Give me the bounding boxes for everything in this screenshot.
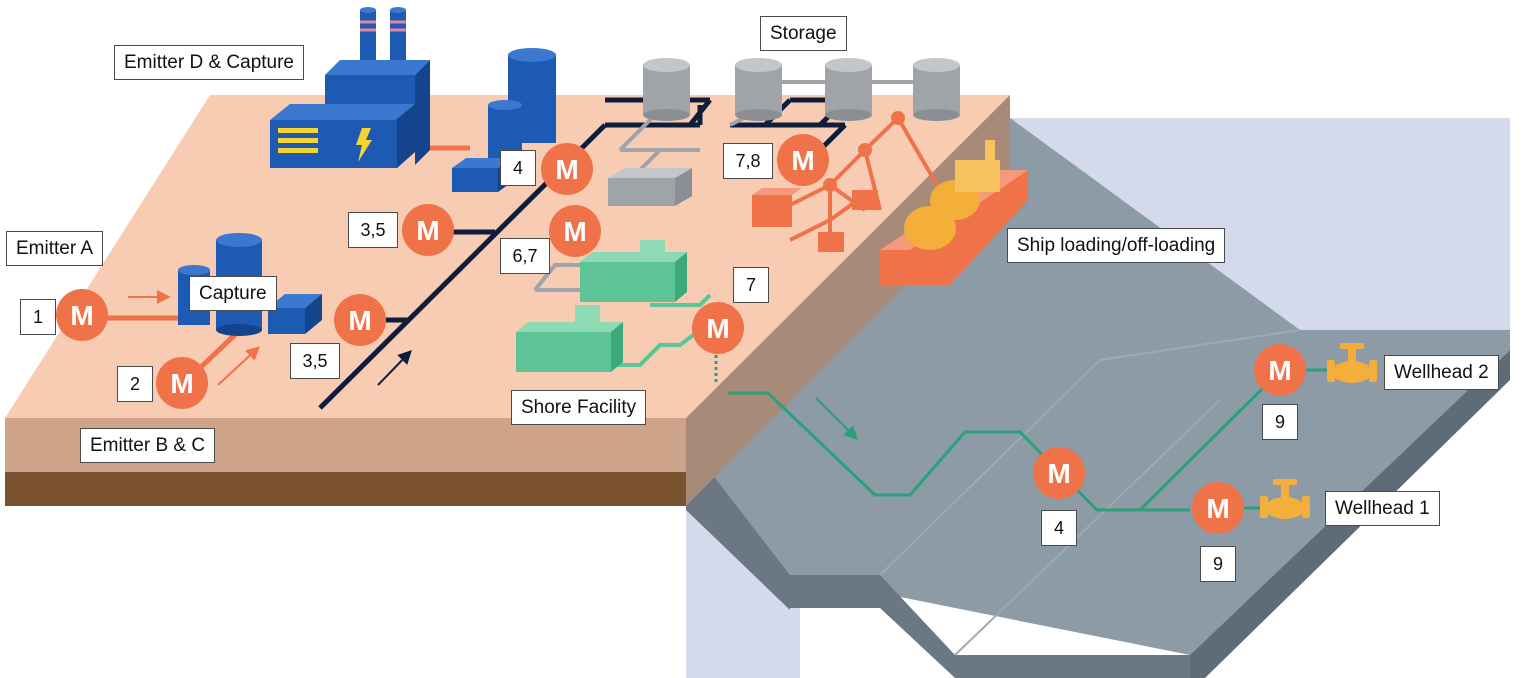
subsea-pipeline: [728, 391, 1190, 512]
meter-icon: M: [777, 134, 829, 186]
meter-icon: M: [156, 357, 208, 409]
svg-text:M: M: [70, 300, 93, 331]
water-background: [1010, 118, 1510, 330]
flow-arrow-icon: [217, 346, 261, 386]
meter-icon: M: [334, 294, 386, 346]
soil-layer: [5, 472, 686, 506]
meter-number-wellhead-2: 9: [1262, 404, 1298, 440]
meter-icon: M: [1192, 482, 1244, 534]
flow-arrow-icon: [377, 349, 412, 386]
svg-text:M: M: [563, 216, 586, 247]
meter-number-storage-link: 7,8: [723, 143, 773, 179]
factory-icon: [270, 7, 430, 168]
meter-number-trunk-top: 4: [500, 150, 536, 186]
seabed-side-front: [790, 575, 1190, 678]
meter-number-trunk-mid: 3,5: [348, 212, 398, 248]
meter-number-capture-outlet: 3,5: [290, 343, 340, 379]
svg-text:M: M: [1206, 493, 1229, 524]
svg-text:M: M: [791, 145, 814, 176]
seabed-side-left: [686, 440, 790, 610]
meter-number-subsea: 4: [1041, 510, 1077, 546]
storage-tank-icon: [643, 58, 690, 121]
meter-number-wellhead-1: 9: [1200, 546, 1236, 582]
label-wellhead-2: Wellhead 2: [1384, 355, 1499, 390]
land-side-right: [686, 95, 1010, 506]
meter-icon: M: [56, 289, 108, 341]
ship-icon: [752, 111, 1028, 285]
meter-icon: M: [402, 204, 454, 256]
lightning-icon: [356, 128, 372, 162]
label-emitter-a: Emitter A: [6, 231, 104, 266]
svg-text:M: M: [706, 313, 729, 344]
seabed-trench-edge: [879, 329, 1301, 576]
svg-text:M: M: [170, 368, 193, 399]
svg-text:M: M: [1047, 458, 1070, 489]
label-ship-loading: Ship loading/off-loading: [1007, 228, 1226, 263]
flow-arrow-icon: [815, 397, 858, 440]
label-emitter-bc: Emitter B & C: [80, 428, 216, 463]
storage-tank-icon: [735, 58, 782, 121]
meter-icon: M: [692, 302, 744, 354]
meter-icon: M: [1033, 447, 1085, 499]
seabed-trench-edge-2: [954, 399, 1221, 656]
shore-facility-plant: [516, 240, 712, 372]
label-shore-facility: Shore Facility: [511, 390, 647, 425]
valve-icon: [1260, 479, 1310, 519]
valve-icon: [1327, 343, 1377, 383]
label-storage: Storage: [760, 16, 847, 51]
svg-text:M: M: [555, 154, 578, 185]
meter-number-emitter-a: 1: [20, 299, 56, 335]
svg-text:M: M: [348, 305, 371, 336]
capture-unit-d: [452, 48, 556, 192]
meter-icon: M: [549, 205, 601, 257]
meter-number-gas-processing: 6,7: [500, 238, 550, 274]
label-emitter-d-capture: Emitter D & Capture: [114, 45, 304, 80]
svg-text:M: M: [1268, 355, 1291, 386]
storage-tank-icon: [913, 58, 960, 121]
meter-icon: M: [1254, 344, 1306, 396]
meter-number-emitter-bc: 2: [117, 366, 153, 402]
meter-number-shore-outlet: 7: [733, 267, 769, 303]
meter-icon: M: [541, 143, 593, 195]
processing-unit: [608, 168, 692, 206]
svg-text:M: M: [416, 215, 439, 246]
label-capture: Capture: [189, 276, 277, 311]
storage-tank-icon: [825, 58, 872, 121]
label-wellhead-1: Wellhead 1: [1325, 491, 1440, 526]
